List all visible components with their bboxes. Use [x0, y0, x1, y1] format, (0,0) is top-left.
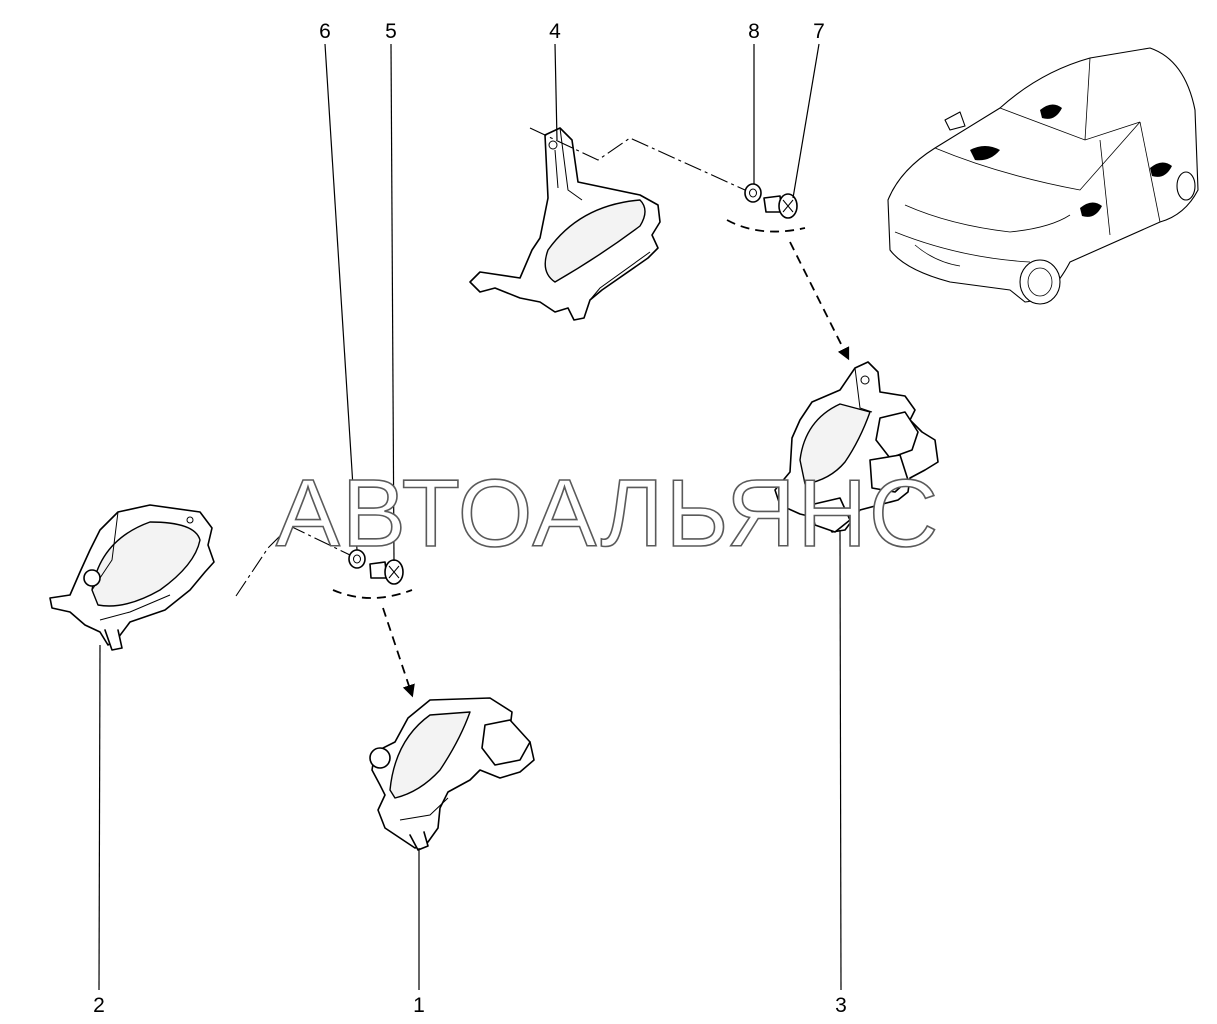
part-4-handle-frame	[469, 127, 661, 321]
assembly-axis-lines	[235, 127, 746, 597]
callout-3: 3	[835, 994, 847, 1017]
callout-6: 6	[319, 20, 331, 43]
part-8-washer	[744, 183, 762, 203]
watermark-text: АВТОАЛЬЯНС	[276, 460, 940, 567]
part-7-screw	[763, 193, 798, 219]
part-2-handle-frame	[49, 504, 215, 651]
callout-8: 8	[748, 20, 760, 43]
part-1-handle	[369, 697, 535, 851]
callout-2: 2	[93, 994, 105, 1017]
part-3-handle-assembly	[774, 361, 939, 533]
callout-1: 1	[413, 994, 425, 1017]
callout-4: 4	[549, 20, 561, 43]
callout-7: 7	[813, 20, 825, 43]
installation-arrows	[332, 219, 850, 698]
callout-5: 5	[385, 20, 397, 43]
callout-labels: 6 5 4 8 7 2 1 3	[93, 20, 847, 1017]
leader-lines	[98, 43, 842, 991]
part-5-screw	[369, 559, 404, 585]
car-location-illustration	[887, 47, 1199, 305]
